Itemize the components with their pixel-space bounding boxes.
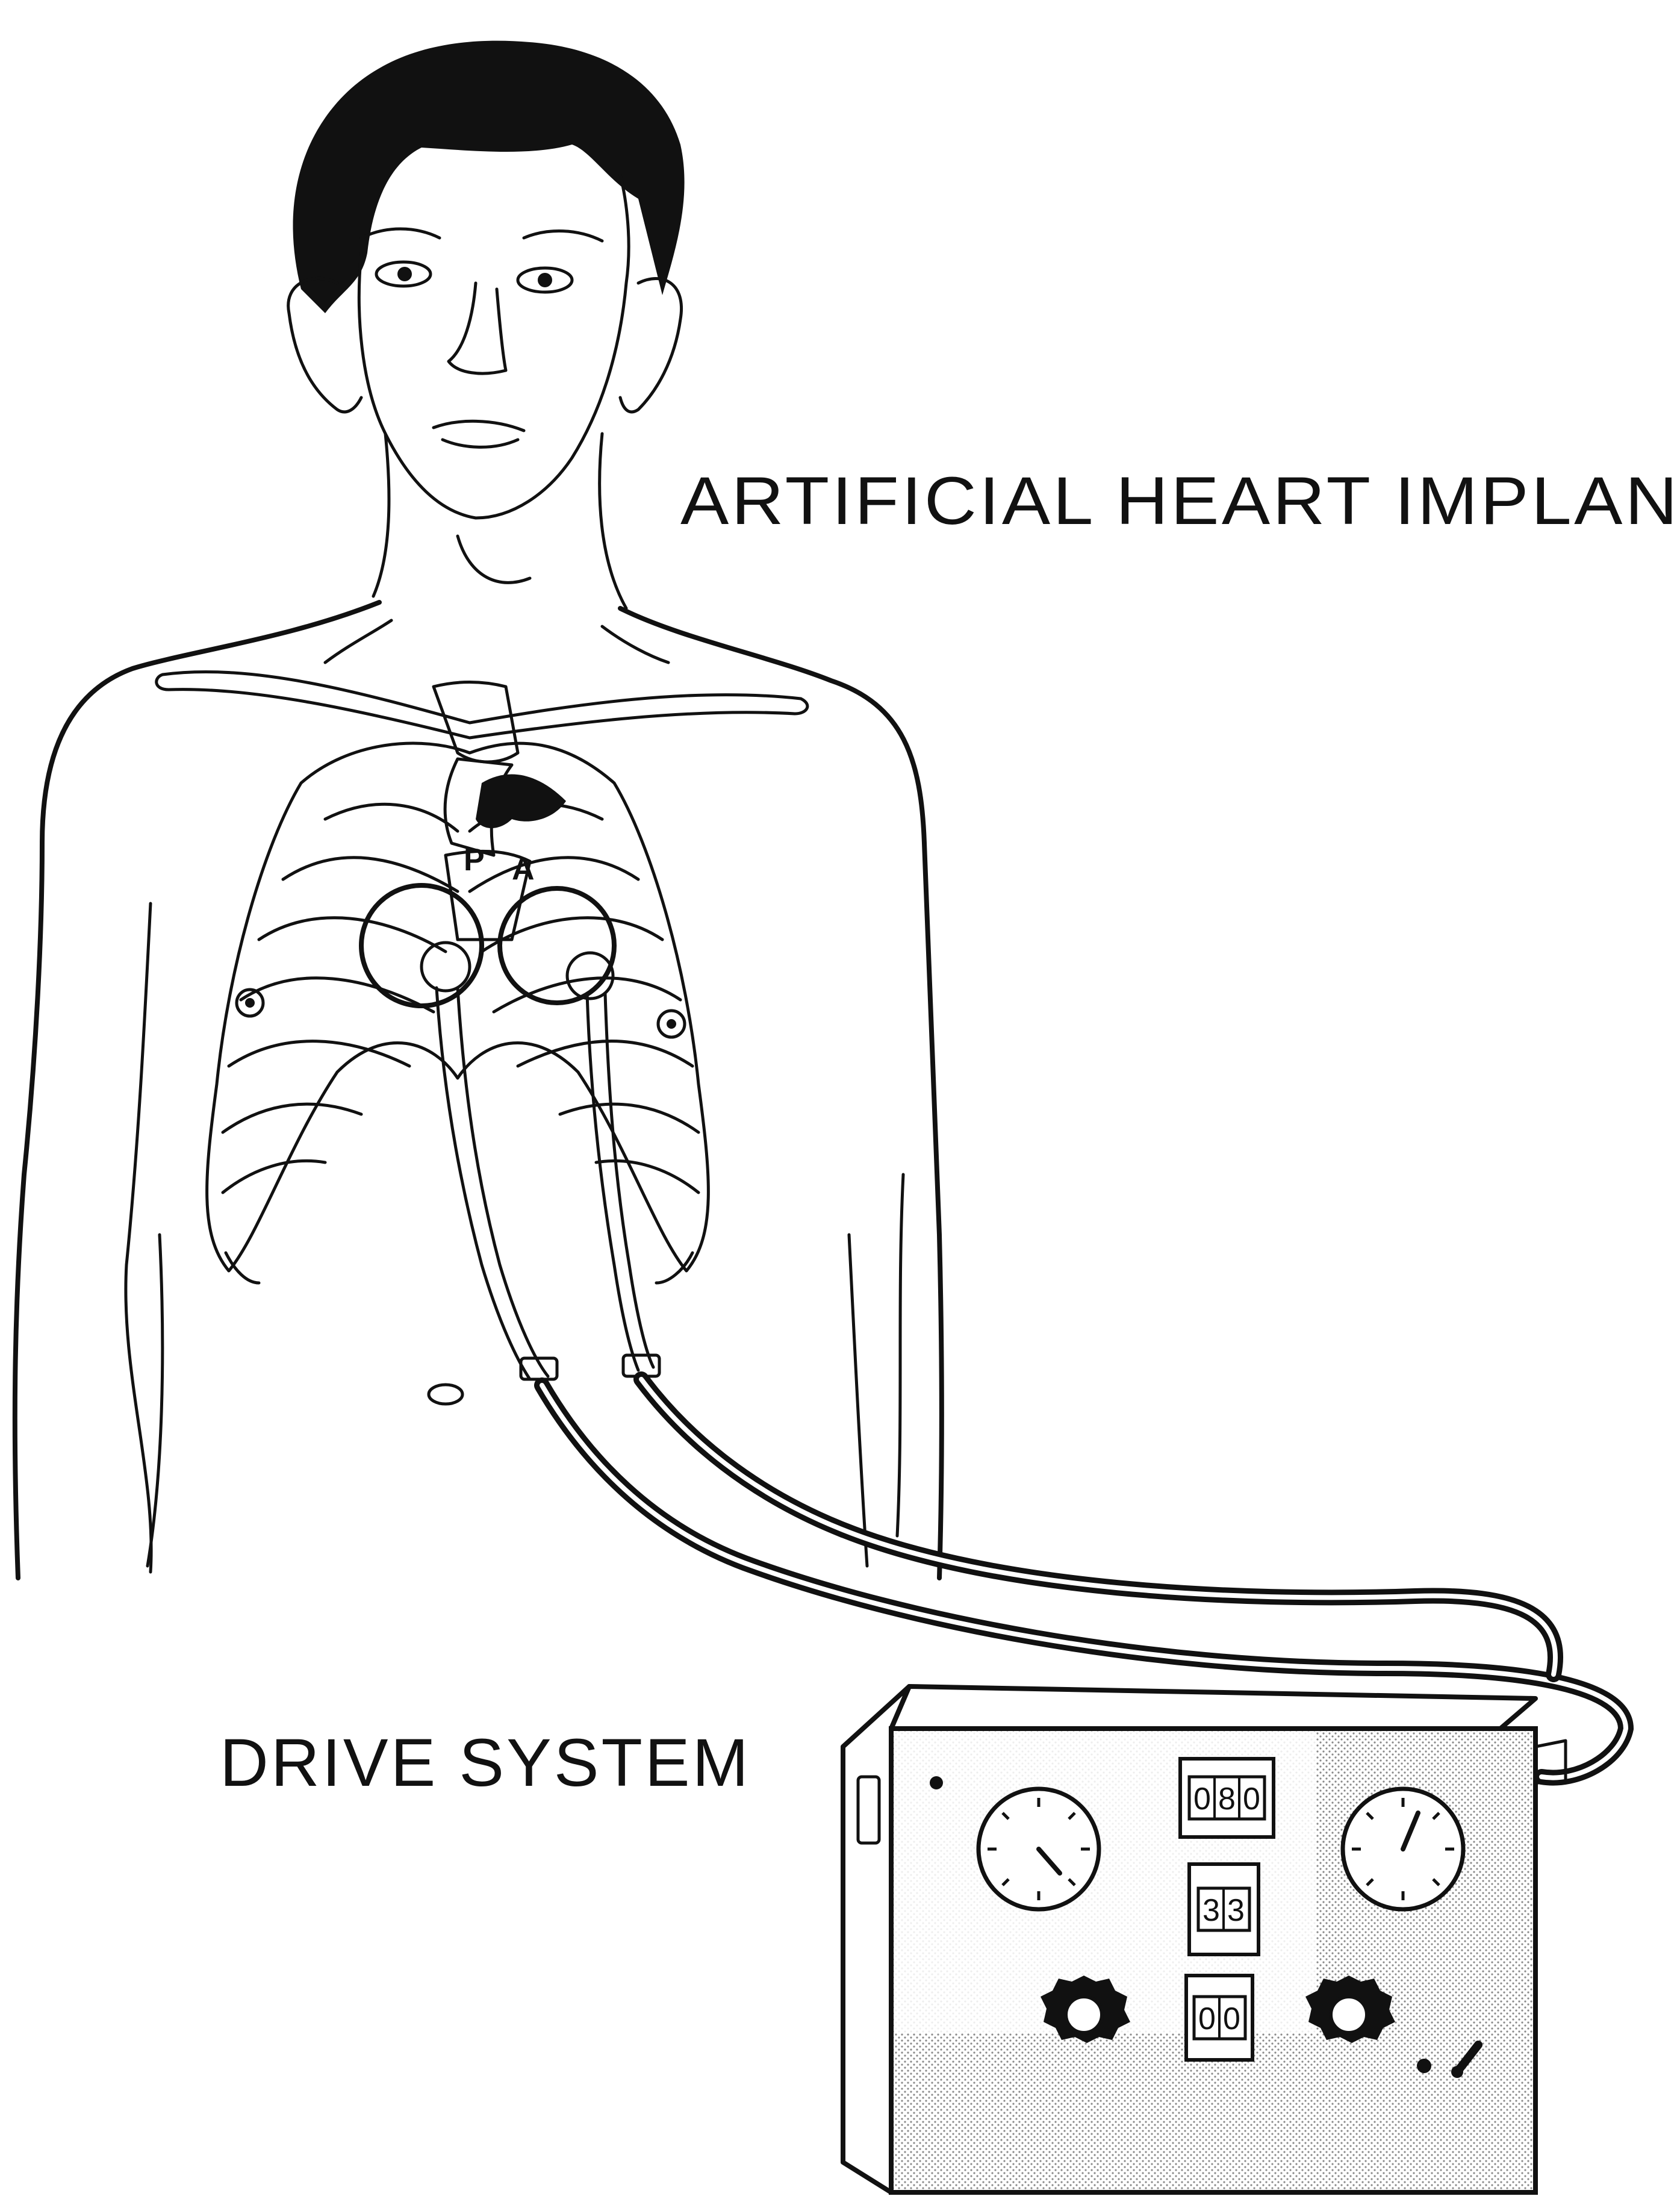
great-vessels (432, 681, 566, 857)
left-brow (359, 227, 441, 240)
right-brow (522, 229, 604, 243)
pump-left-label: P (464, 843, 485, 878)
right-eye (516, 266, 574, 294)
clavicle (155, 670, 809, 740)
navel (427, 1383, 464, 1406)
control-knob-icon (1041, 1976, 1130, 2043)
counter-bottom-digit-1: 0 (1198, 2001, 1216, 2036)
connector (1534, 1739, 1567, 1785)
right-ear (618, 277, 683, 414)
counter-top-digit-3: 0 (1243, 1782, 1260, 1817)
handle (856, 1775, 881, 1845)
pump-right-label: A (512, 852, 535, 887)
toggle-switch-icon (1417, 2041, 1482, 2078)
left-nipple (235, 988, 265, 1018)
waist-right (847, 1233, 869, 1568)
human-figure: P A (12, 40, 944, 1580)
drive-console: 0 8 0 3 3 0 0 (841, 1684, 1567, 2195)
external-tubes (534, 1371, 1634, 1786)
right-arm-inner (895, 1173, 905, 1538)
control-knob-icon (1305, 1976, 1395, 2043)
pump-left (359, 883, 484, 1008)
pressure-gauge-icon (1340, 1786, 1466, 1912)
right-nipple (656, 1009, 686, 1039)
counter-top: 0 8 0 (1178, 1757, 1275, 1839)
implant-label: ARTIFICIAL HEART IMPLAN (680, 463, 1680, 538)
left-arm-inner (124, 902, 153, 1574)
pump-left-port (420, 941, 471, 993)
counter-bottom-digit-2: 0 (1223, 2001, 1240, 2036)
counter-middle-digit-2: 3 (1227, 1893, 1245, 1928)
mouth (432, 419, 526, 449)
ribcage (205, 741, 710, 1285)
hair (293, 40, 685, 313)
nose (447, 281, 508, 375)
torso-outline (12, 600, 382, 1580)
torso-outline-right (618, 606, 944, 1580)
counter-middle: 3 3 (1187, 1862, 1260, 1956)
pump-right (497, 886, 617, 1005)
counter-middle-digit-1: 3 (1202, 1893, 1220, 1928)
pressure-gauge-icon (976, 1786, 1101, 1912)
right-pupil (538, 273, 552, 287)
left-eye (375, 260, 432, 288)
neck-tendons (323, 534, 670, 664)
artificial-heart-pumps: P A (359, 843, 617, 1008)
counter-top-digit-1: 0 (1193, 1782, 1211, 1817)
indicator-dot (930, 1776, 943, 1789)
left-ear (287, 276, 363, 414)
counter-top-digit-2: 8 (1218, 1782, 1236, 1817)
face-outline (357, 173, 630, 520)
counter-bottom: 0 0 (1184, 1974, 1254, 2062)
left-pupil (397, 267, 412, 281)
neck (372, 432, 628, 610)
drive-lines (435, 986, 661, 1381)
drive-system-label: DRIVE SYSTEM (220, 1725, 751, 1800)
waist-left (146, 1233, 164, 1568)
pump-right-port (565, 951, 615, 1000)
